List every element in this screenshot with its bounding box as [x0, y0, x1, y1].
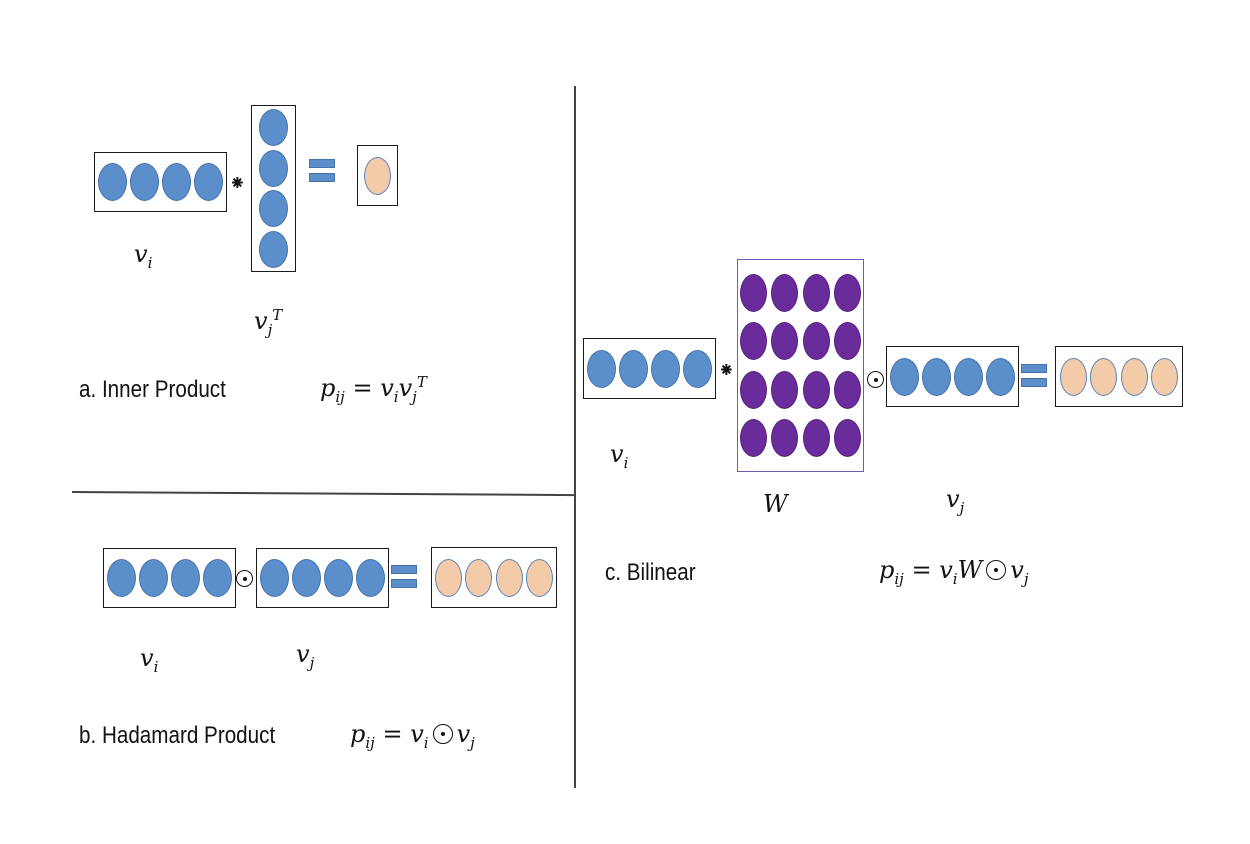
vector-element — [98, 163, 127, 201]
vector-element — [194, 163, 223, 201]
hadamard-vi-label: vi — [140, 644, 159, 676]
bilinear-vi-label: vi — [610, 440, 629, 472]
vector-element — [954, 357, 983, 396]
equals-operator — [309, 159, 335, 187]
result-element — [1120, 357, 1148, 396]
vector-element — [651, 349, 680, 388]
vector-element — [259, 149, 288, 187]
matrix-element — [771, 370, 799, 409]
vector-element — [107, 559, 136, 597]
vector-element — [922, 357, 951, 396]
hadamard-operator — [867, 371, 884, 388]
inner-vjt-label: vjT — [254, 306, 283, 339]
multiply-operator: ⁕ — [229, 171, 246, 195]
equals-operator — [1021, 364, 1047, 392]
vector-element — [203, 559, 232, 597]
result-element — [364, 156, 391, 195]
horizontal-divider — [71, 491, 576, 496]
bilinear-w-matrix — [737, 259, 864, 472]
bilinear-caption: c. Bilinear — [605, 559, 696, 586]
equals-operator — [391, 565, 417, 593]
vector-element — [162, 163, 191, 201]
vector-element — [986, 357, 1015, 396]
result-element — [435, 558, 463, 597]
matrix-element — [802, 274, 830, 313]
vector-element — [890, 357, 919, 396]
bilinear-vj-vector — [886, 346, 1019, 407]
inner-vj-transpose-vector — [251, 105, 296, 272]
vector-element — [139, 559, 168, 597]
hadamard-operator — [236, 570, 253, 587]
vector-element — [324, 559, 353, 597]
vector-element — [356, 559, 385, 597]
matrix-element — [771, 322, 799, 361]
inner-vi-label: vi — [134, 240, 153, 272]
matrix-element — [833, 370, 861, 409]
result-element — [465, 558, 493, 597]
bilinear-w-label: W — [763, 490, 788, 518]
matrix-element — [802, 370, 830, 409]
matrix-element — [833, 418, 861, 457]
matrix-element — [740, 322, 768, 361]
matrix-element — [802, 418, 830, 457]
hadamard-vi-vector — [103, 548, 236, 608]
matrix-element — [833, 322, 861, 361]
matrix-element — [740, 370, 768, 409]
hadamard-operator — [432, 724, 453, 744]
vector-element — [587, 349, 616, 388]
inner-caption: a. Inner Product — [79, 376, 226, 403]
bilinear-vi-vector — [583, 338, 716, 399]
vector-element — [259, 230, 288, 268]
result-element — [495, 558, 523, 597]
bilinear-vj-label: vj — [946, 485, 965, 517]
result-element — [1090, 357, 1118, 396]
bilinear-result-vector — [1055, 346, 1183, 407]
vector-element — [683, 349, 712, 388]
hadamard-result-vector — [431, 547, 557, 608]
vector-element — [259, 190, 288, 228]
matrix-element — [833, 274, 861, 313]
matrix-element — [771, 418, 799, 457]
vertical-divider — [574, 86, 576, 788]
inner-formula: pij = vivjT — [320, 373, 427, 406]
vector-element — [260, 559, 289, 597]
inner-vi-vector — [94, 152, 227, 212]
vector-element — [619, 349, 648, 388]
vector-element — [130, 163, 159, 201]
inner-result-scalar — [357, 145, 398, 206]
hadamard-operator — [986, 560, 1007, 580]
result-element — [525, 558, 553, 597]
vector-element — [259, 109, 288, 147]
hadamard-caption: b. Hadamard Product — [79, 722, 276, 749]
multiply-operator: ⁕ — [718, 358, 735, 382]
result-element — [1151, 357, 1179, 396]
matrix-element — [740, 274, 768, 313]
result-element — [1059, 357, 1087, 396]
hadamard-vj-vector — [256, 548, 389, 608]
hadamard-vj-label: vj — [296, 640, 315, 672]
vector-element — [171, 559, 200, 597]
matrix-element — [740, 418, 768, 457]
matrix-element — [771, 274, 799, 313]
matrix-element — [802, 322, 830, 361]
vector-element — [292, 559, 321, 597]
